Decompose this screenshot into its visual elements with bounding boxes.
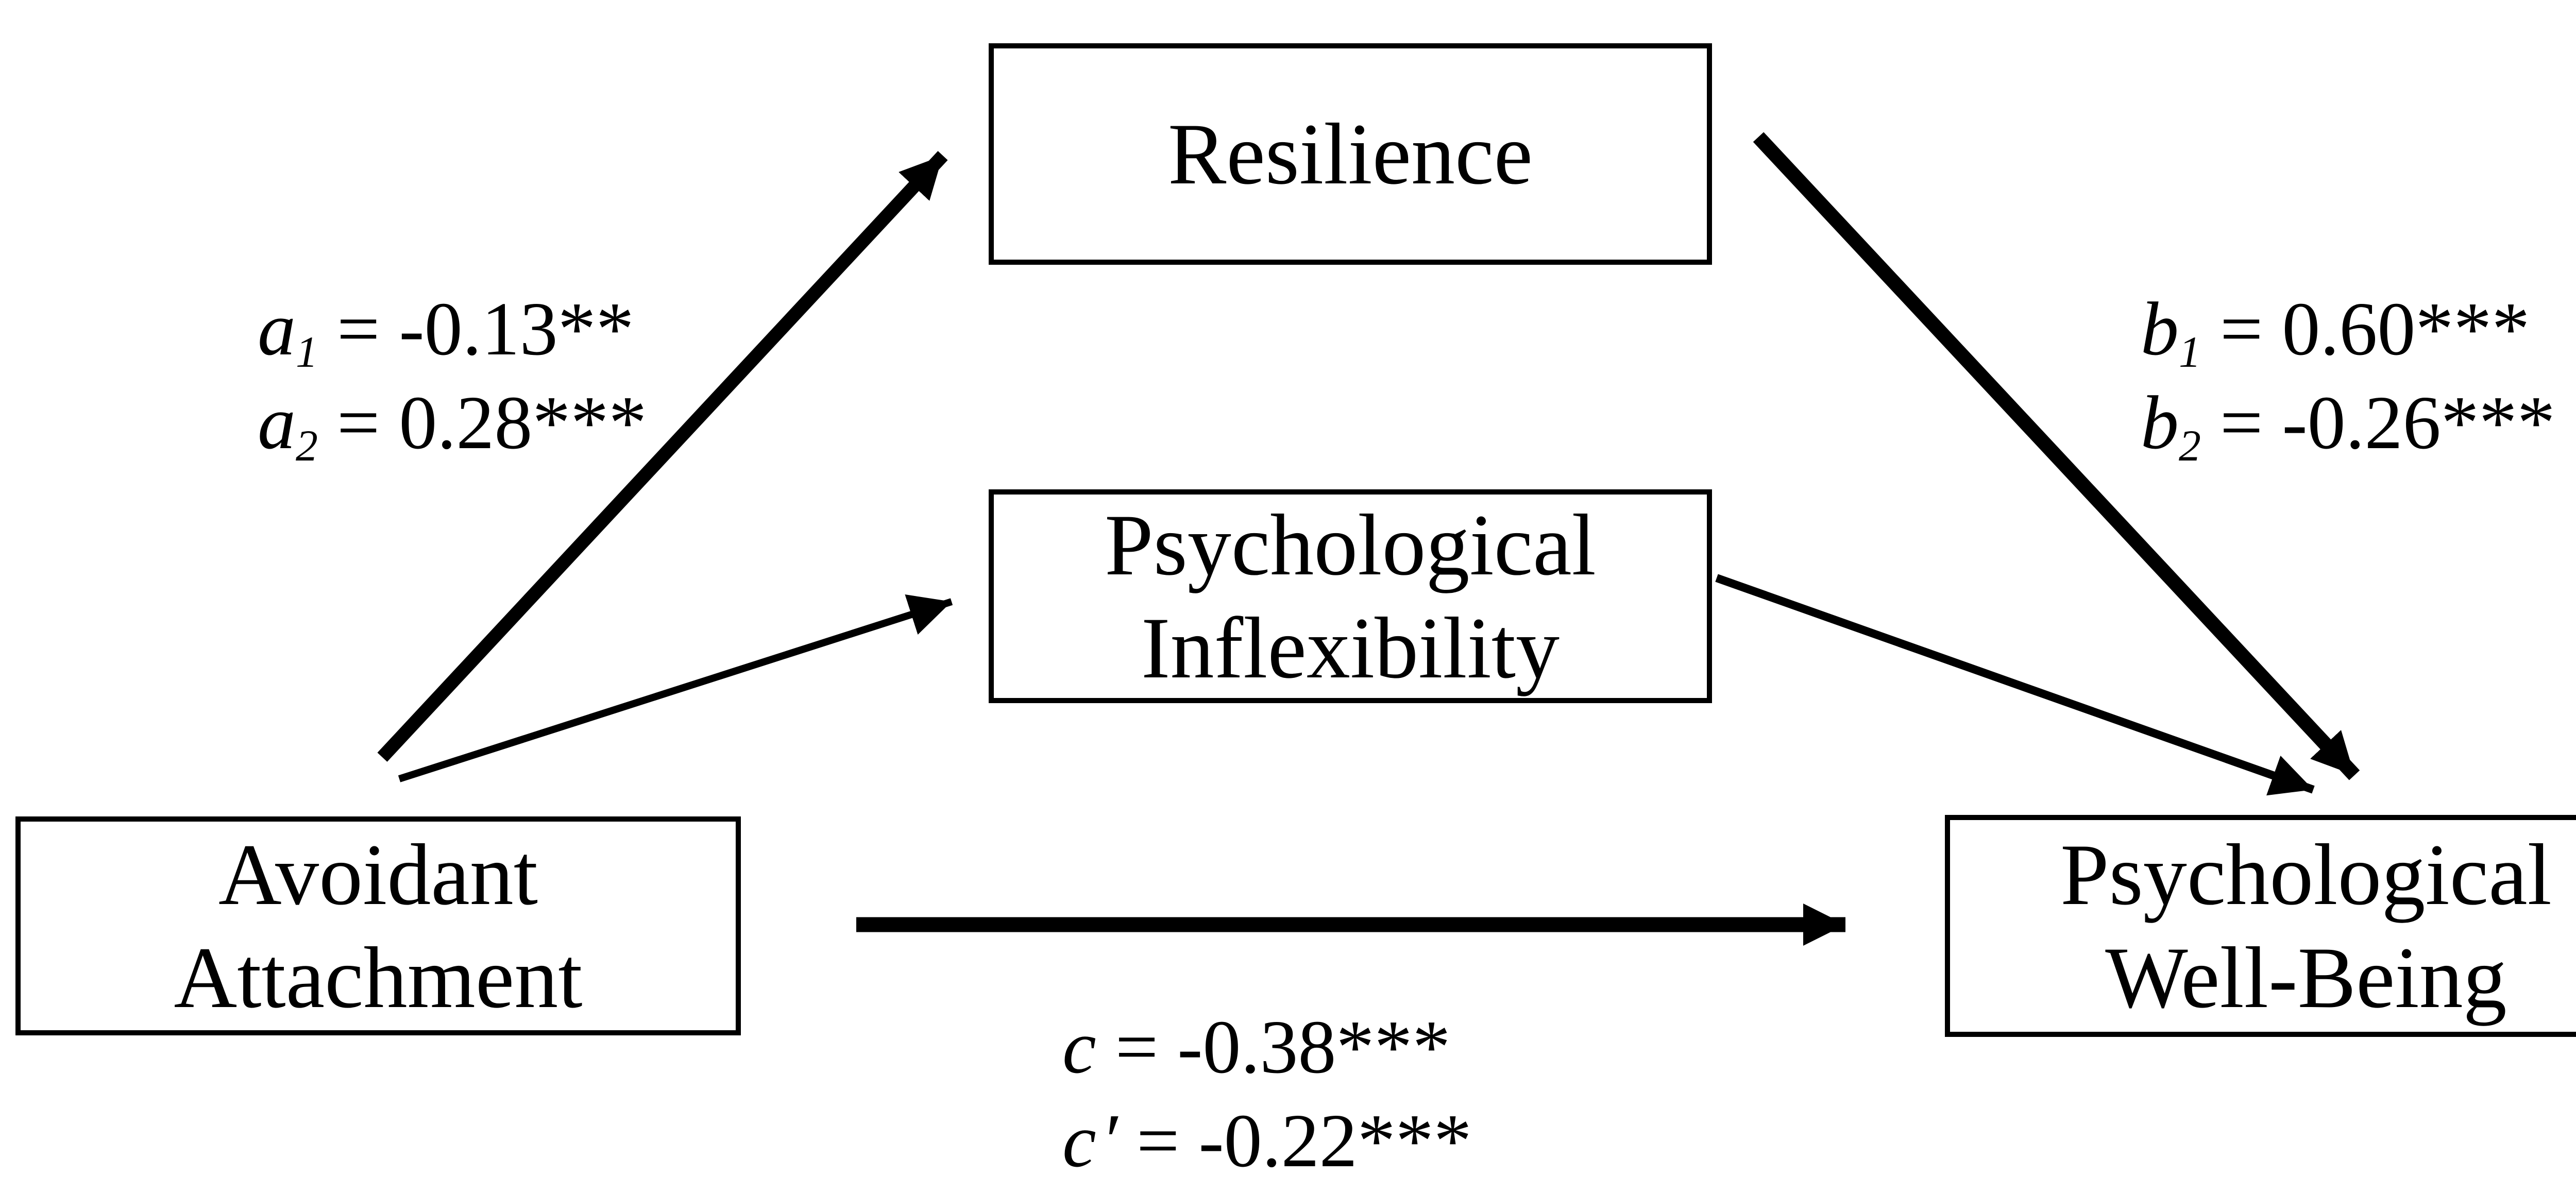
box-psychological-inflexibility: Psychological Inflexibility xyxy=(989,489,1712,703)
box-wellbeing-line2: Well-Being xyxy=(2105,929,2507,1026)
box-inflexibility-line2: Inflexibility xyxy=(1141,599,1560,696)
box-avoidant-attachment: Avoidant Attachment xyxy=(15,816,741,1035)
coefficient-a2-value: = 0.28*** xyxy=(317,381,647,465)
coefficient-c-prime: c′ = -0.22*** xyxy=(1062,1094,1472,1188)
coefficient-b1-value: = 0.60*** xyxy=(2200,287,2530,371)
coefficient-c-prime-value: = -0.22*** xyxy=(1117,1099,1472,1183)
coefficient-c-prime-variable: c xyxy=(1062,1099,1096,1183)
path-arrow-b2 xyxy=(1715,574,2315,796)
coefficient-a2: a2 = 0.28*** xyxy=(258,376,647,470)
coefficient-labels-a: a1 = -0.13** a2 = 0.28*** xyxy=(258,282,647,470)
box-resilience: Resilience xyxy=(989,43,1712,265)
coefficient-b2-subscript: 2 xyxy=(2179,421,2201,471)
coefficient-a2-subscript: 2 xyxy=(296,421,318,471)
box-avoidant-line2: Attachment xyxy=(174,929,583,1026)
coefficient-c-prime-mark: ′ xyxy=(1100,1099,1117,1183)
coefficient-a1-value: = -0.13** xyxy=(317,287,634,371)
coefficient-c-variable: c xyxy=(1062,1005,1096,1089)
coefficient-b1: b1 = 0.60*** xyxy=(2141,282,2555,376)
box-avoidant-line1: Avoidant xyxy=(218,826,538,923)
coefficient-a1: a1 = -0.13** xyxy=(258,282,647,376)
coefficient-b2: b2 = -0.26*** xyxy=(2141,376,2555,470)
coefficient-labels-b: b1 = 0.60*** b2 = -0.26*** xyxy=(2141,282,2555,470)
coefficient-b2-value: = -0.26*** xyxy=(2200,381,2555,465)
coefficient-a1-subscript: 1 xyxy=(296,328,318,377)
coefficient-labels-c: c = -0.38*** c′ = -0.22*** xyxy=(1062,1000,1472,1188)
box-resilience-label: Resilience xyxy=(1167,106,1533,202)
coefficient-b2-variable: b xyxy=(2141,381,2179,465)
coefficient-a1-variable: a xyxy=(258,287,296,371)
path-arrow-b1 xyxy=(1753,132,2360,780)
box-wellbeing-line1: Psychological xyxy=(2060,826,2552,923)
path-arrow-a1 xyxy=(377,151,948,762)
box-inflexibility-line1: Psychological xyxy=(1105,496,1596,593)
coefficient-b1-variable: b xyxy=(2141,287,2179,371)
coefficient-a2-variable: a xyxy=(258,381,296,465)
path-arrow-a2 xyxy=(398,594,953,782)
coefficient-b1-subscript: 1 xyxy=(2179,328,2201,377)
box-psychological-well-being: Psychological Well-Being xyxy=(1945,815,2576,1037)
coefficient-c-value: = -0.38*** xyxy=(1096,1005,1451,1089)
coefficient-c: c = -0.38*** xyxy=(1062,1000,1472,1094)
